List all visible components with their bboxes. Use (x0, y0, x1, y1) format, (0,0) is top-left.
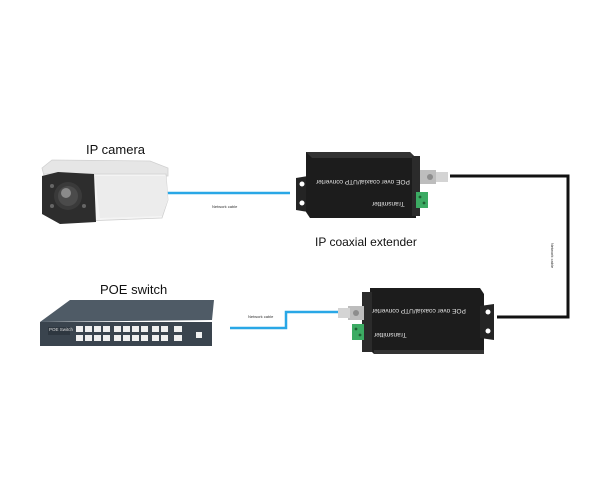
coax-cable (450, 174, 570, 319)
ip-camera-icon (41, 159, 169, 224)
ip-camera-label: IP camera (86, 142, 146, 157)
network-cable-bottom-label: Network cable (248, 314, 274, 319)
poe-switch-label: POE switch (100, 282, 168, 297)
extender-label: IP coaxial extender (315, 235, 417, 249)
tx-device-sub-text: Transmitter (372, 200, 405, 207)
switch-badge: POE Switch (49, 327, 74, 332)
top-extender-device (296, 152, 448, 218)
poe-switch-device (40, 300, 214, 346)
rx-device-sub-text: Transmitter (374, 331, 407, 338)
coax-cable-label: Network cable (550, 242, 556, 269)
network-cable-top-label: Network cable (212, 204, 238, 209)
network-cable-bottom (230, 310, 338, 330)
bottom-extender-device (338, 288, 494, 354)
rx-device-main-text: POE over coaxial/UTP converter (372, 307, 466, 314)
tx-device-main-text: POE over coaxial/UTP converter (316, 178, 410, 185)
